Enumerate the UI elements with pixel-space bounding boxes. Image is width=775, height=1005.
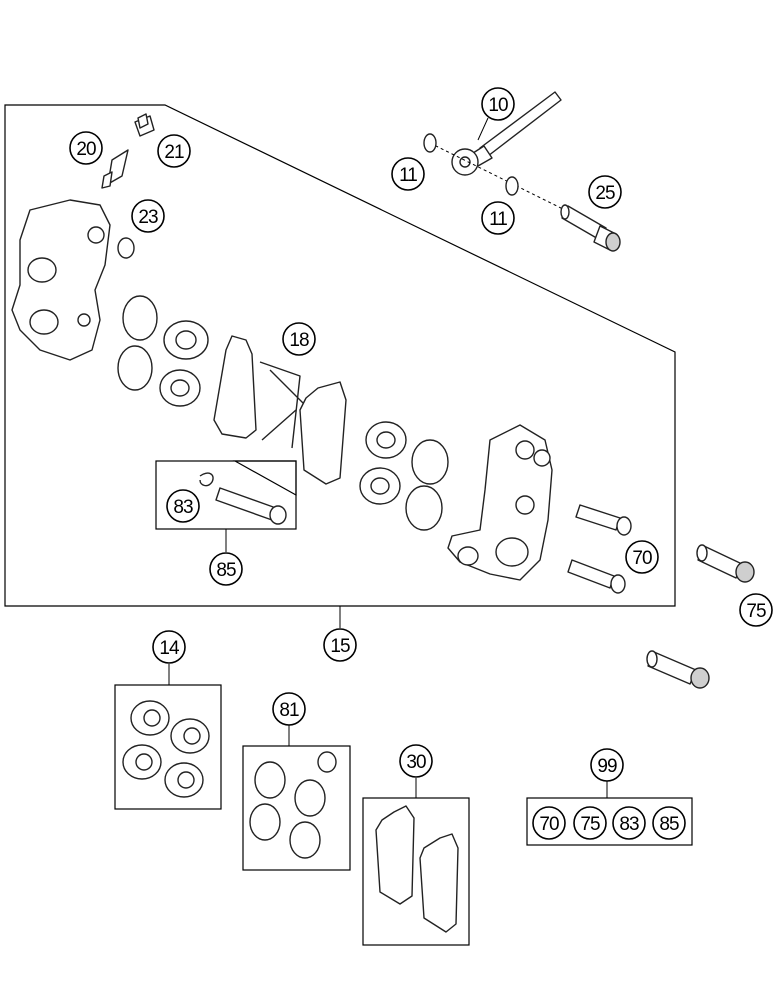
kit-seal-small (317, 751, 337, 773)
svg-text:11: 11 (489, 209, 507, 230)
seal-right-upper (411, 439, 449, 485)
caliper-bolt-lower (567, 559, 626, 594)
svg-text:85: 85 (659, 814, 679, 835)
kit-callout-75: 75 (573, 806, 607, 840)
leader-10 (477, 117, 489, 141)
callout-75: 75 (739, 593, 773, 627)
repair-kit-box (526, 797, 693, 846)
pin-kit-box-corner (232, 460, 297, 497)
kit-pad-1 (375, 805, 415, 905)
kit-piston-2 (170, 718, 210, 754)
caliper-assembly-frame (4, 104, 676, 607)
piston-right-upper (365, 421, 407, 459)
piston-left-upper (163, 320, 209, 360)
svg-text:75: 75 (746, 601, 766, 622)
pad-spring (259, 361, 306, 449)
callout-11-lower: 11 (481, 201, 515, 235)
caliper-inner-half (447, 424, 553, 581)
callout-30: 30 (399, 744, 433, 778)
callout-23: 23 (131, 199, 165, 233)
seal-kit-box (242, 745, 351, 871)
oring-23 (117, 237, 135, 259)
callout-70: 70 (625, 540, 659, 574)
callout-10: 10 (481, 87, 515, 121)
kit-seal-4 (289, 821, 321, 859)
callout-85: 85 (209, 552, 243, 586)
washer-upper (423, 133, 437, 153)
svg-text:85: 85 (216, 560, 236, 581)
piston-left-lower (159, 369, 201, 407)
svg-text:75: 75 (580, 814, 600, 835)
pad-pin (215, 487, 287, 525)
svg-text:15: 15 (330, 636, 350, 657)
mount-bolt-upper (696, 544, 755, 583)
seal-left-upper (122, 295, 158, 341)
callout-18: 18 (282, 322, 316, 356)
svg-text:99: 99 (597, 756, 617, 777)
svg-text:10: 10 (488, 95, 508, 116)
kit-seal-3 (249, 803, 281, 841)
callout-83: 83 (166, 489, 200, 523)
kit-callout-70: 70 (532, 806, 566, 840)
washer-lower (505, 176, 519, 196)
svg-text:81: 81 (279, 700, 299, 721)
bleeder-cap (134, 113, 155, 137)
mount-bolt-lower (646, 650, 710, 689)
kit-pad-2 (419, 833, 459, 933)
svg-text:23: 23 (138, 207, 158, 228)
brake-hose (451, 91, 562, 176)
kit-piston-3 (122, 744, 162, 780)
caliper-bolt-upper (575, 504, 632, 536)
svg-text:20: 20 (76, 139, 96, 160)
brake-pad-left (213, 335, 257, 439)
svg-text:21: 21 (164, 142, 184, 163)
callout-14: 14 (152, 630, 186, 664)
retaining-clip (199, 472, 214, 487)
svg-text:14: 14 (159, 638, 180, 659)
banjo-bolt (560, 204, 621, 252)
callout-21: 21 (157, 134, 191, 168)
hose-bolt-axis (429, 142, 576, 216)
bleeder-screw (101, 149, 129, 189)
callout-15: 15 (323, 628, 357, 662)
svg-text:18: 18 (289, 330, 309, 351)
callout-25: 25 (588, 175, 622, 209)
svg-text:83: 83 (619, 814, 639, 835)
callout-11-upper: 11 (391, 157, 425, 191)
svg-text:83: 83 (173, 497, 193, 518)
brake-pad-right (299, 381, 347, 485)
svg-text:70: 70 (632, 548, 652, 569)
svg-text:11: 11 (399, 165, 417, 186)
callout-20: 20 (69, 131, 103, 165)
seal-left-lower (117, 345, 153, 391)
kit-seal-1 (254, 761, 286, 799)
callout-99: 99 (590, 748, 624, 782)
svg-text:25: 25 (595, 183, 615, 204)
kit-piston-1 (130, 700, 170, 736)
svg-text:70: 70 (539, 814, 559, 835)
kit-callout-85: 85 (652, 806, 686, 840)
piston-right-lower (359, 467, 401, 505)
kit-callout-83: 83 (612, 806, 646, 840)
kit-piston-4 (164, 762, 204, 798)
caliper-outer-half (11, 199, 111, 361)
svg-text:30: 30 (406, 752, 426, 773)
piston-kit-box (114, 684, 222, 810)
callout-81: 81 (272, 692, 306, 726)
seal-right-lower (405, 485, 443, 531)
kit-seal-2 (294, 779, 326, 817)
